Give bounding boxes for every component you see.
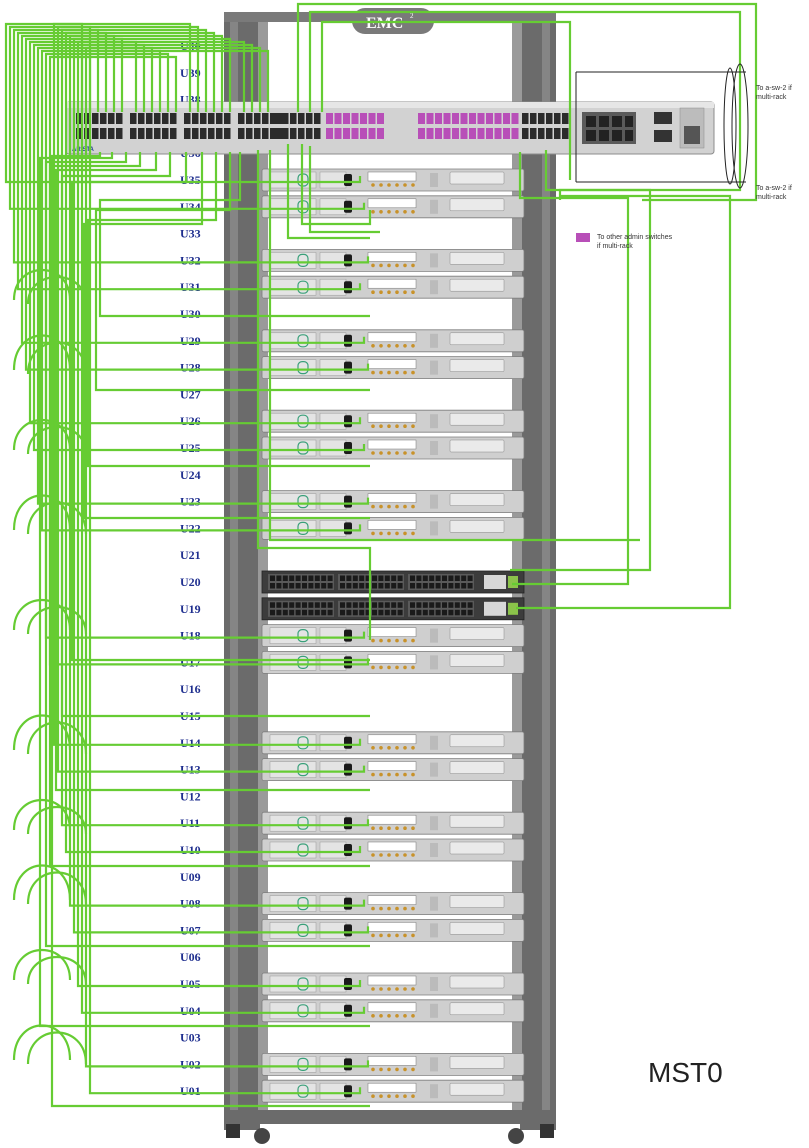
unit-label-u11: U11 — [180, 816, 200, 830]
unit-label-u08: U08 — [180, 897, 201, 911]
uplink-note-bottom-line2: multi-rack — [756, 194, 787, 201]
unit-label-u22: U22 — [180, 521, 201, 535]
diagram-title: MST0 — [648, 1057, 723, 1088]
admin-switch-mgmt-ports — [654, 107, 705, 149]
server-u25 — [261, 436, 525, 460]
emc-logo-text: EMC — [366, 15, 403, 32]
unit-label-u07: U07 — [180, 923, 201, 937]
unit-label-u03: U03 — [180, 1031, 201, 1045]
server-u28 — [261, 356, 525, 380]
server-u11 — [261, 811, 525, 835]
unit-label-u31: U31 — [180, 280, 201, 294]
admin-switch-sfp-ports — [582, 112, 636, 144]
unit-label-u32: U32 — [180, 253, 201, 267]
unit-label-u02: U02 — [180, 1057, 201, 1071]
unit-label-u05: U05 — [180, 977, 201, 991]
server-u31 — [261, 275, 525, 299]
rack-switches — [261, 570, 525, 621]
unit-label-u16: U16 — [180, 682, 201, 696]
server-u02 — [261, 1053, 525, 1076]
server-u05 — [261, 972, 525, 996]
server-u35 — [261, 168, 525, 192]
unit-label-u18: U18 — [180, 629, 201, 643]
uplink-note-top-line2: multi-rack — [756, 94, 787, 101]
unit-label-u14: U14 — [180, 736, 201, 750]
unit-label-u35: U35 — [180, 173, 201, 187]
unit-label-u26: U26 — [180, 414, 201, 428]
unit-label-u12: U12 — [180, 789, 201, 803]
unit-label-u34: U34 — [180, 200, 201, 214]
server-u14 — [261, 731, 525, 755]
unit-label-u10: U10 — [180, 843, 201, 857]
server-u34 — [261, 195, 525, 219]
unit-label-u28: U28 — [180, 361, 201, 375]
cabling — [4, 2, 758, 1108]
rack-switch-u20 — [261, 570, 525, 594]
admin-switch-legend-ports — [326, 113, 519, 139]
unit-label-u04: U04 — [180, 1004, 201, 1018]
unit-label-u29: U29 — [180, 334, 201, 348]
server-u04 — [261, 999, 525, 1023]
uplink-note-bottom-line1: To a-sw-2 if — [756, 185, 792, 192]
server-u32 — [261, 248, 525, 272]
legend-text-line2: if multi-rack — [597, 243, 633, 250]
unit-label-u17: U17 — [180, 655, 201, 669]
uplink-note-top-line1: To a-sw-2 if — [756, 85, 792, 92]
server-u23 — [261, 490, 525, 514]
server-u01 — [261, 1079, 525, 1103]
server-u10 — [261, 838, 525, 862]
legend-swatch — [576, 233, 590, 242]
unit-label-u23: U23 — [180, 495, 201, 509]
emc-logo-mark: 2 — [410, 12, 414, 20]
unit-labels: U40U39U38U37U36U35U34U33U32U31U30U29U28U… — [180, 39, 201, 1098]
rack-feet — [226, 1124, 554, 1144]
server-u29 — [261, 329, 525, 353]
server-u07 — [261, 919, 525, 942]
server-u17 — [261, 651, 525, 674]
unit-label-u25: U25 — [180, 441, 201, 455]
unit-label-u33: U33 — [180, 227, 201, 241]
server-u18 — [261, 624, 525, 647]
admin-switch-brand: ARISTA — [72, 147, 95, 153]
unit-label-u20: U20 — [180, 575, 201, 589]
legend-text-line1: To other admin switches — [597, 234, 673, 241]
unit-label-u01: U01 — [180, 1084, 201, 1098]
unit-label-u30: U30 — [180, 307, 201, 321]
unit-label-u09: U09 — [180, 870, 201, 884]
rack-switch-u19 — [261, 597, 525, 621]
admin-switch: ARISTA — [65, 101, 715, 155]
unit-label-u21: U21 — [180, 548, 201, 562]
server-u13 — [261, 758, 525, 781]
admin-switch-ports — [76, 113, 569, 139]
unit-label-u24: U24 — [180, 468, 201, 482]
servers — [261, 168, 525, 1103]
server-u08 — [261, 892, 525, 915]
server-u26 — [261, 409, 525, 433]
uplink-bundle — [575, 63, 749, 189]
unit-label-u06: U06 — [180, 950, 201, 964]
unit-label-u19: U19 — [180, 602, 201, 616]
server-u22 — [261, 517, 525, 540]
unit-label-u13: U13 — [180, 763, 201, 777]
